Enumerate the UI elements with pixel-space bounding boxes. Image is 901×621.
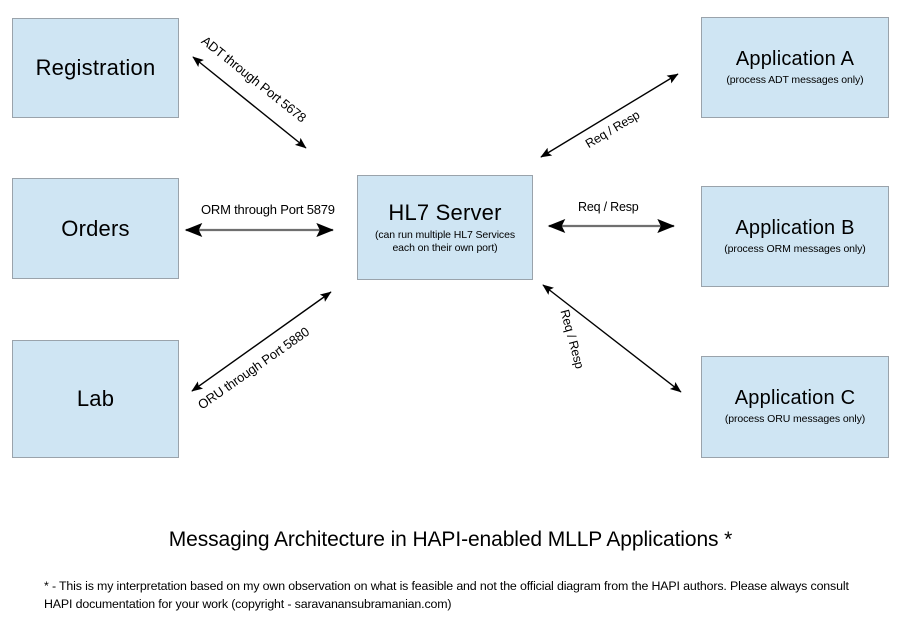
diagram-footnote: * - This is my interpretation based on m… (44, 579, 849, 611)
edge-label-server-to-application-b: Req / Resp (578, 200, 639, 214)
node-lab[interactable]: Lab (12, 340, 179, 458)
node-hl7-server-sub-line2: each on their own port) (392, 241, 498, 254)
node-application-c-label: Application C (734, 387, 856, 410)
node-lab-label: Lab (76, 386, 115, 412)
node-registration-label: Registration (35, 55, 156, 81)
node-application-b-label: Application B (735, 216, 855, 239)
node-hl7-server[interactable]: HL7 Server (can run multiple HL7 Service… (357, 175, 533, 280)
node-application-a-sub: (process ADT messages only) (726, 73, 864, 86)
arrow-server-to-application-a (540, 73, 679, 158)
arrow-lab-to-server (191, 291, 332, 392)
node-orders[interactable]: Orders (12, 178, 179, 279)
edge-label-server-to-application-c: Req / Resp (557, 308, 587, 371)
edge-label-registration-to-server: ADT through Port 5678 (198, 33, 310, 126)
node-hl7-server-sub-line1: (can run multiple HL7 Services (375, 228, 515, 241)
node-application-a[interactable]: Application A (process ADT messages only… (701, 17, 889, 118)
edge-label-server-to-application-a: Req / Resp (583, 107, 643, 152)
node-application-c[interactable]: Application C (process ORU messages only… (701, 356, 889, 458)
diagram-title: Messaging Architecture in HAPI-enabled M… (168, 528, 733, 551)
node-hl7-server-sub: (can run multiple HL7 Services each on t… (375, 229, 515, 255)
edge-label-lab-to-server: ORU through Port 5880 (195, 324, 313, 413)
node-application-c-sub: (process ORU messages only) (724, 413, 866, 426)
node-application-b-sub: (process ORM messages only) (724, 242, 866, 255)
node-application-a-label: Application A (735, 47, 855, 70)
node-orders-label: Orders (61, 215, 130, 241)
node-hl7-server-label: HL7 Server (388, 200, 502, 226)
node-application-b[interactable]: Application B (process ORM messages only… (701, 186, 889, 287)
node-registration[interactable]: Registration (12, 18, 179, 118)
edge-label-orders-to-server: ORM through Port 5879 (201, 202, 335, 217)
